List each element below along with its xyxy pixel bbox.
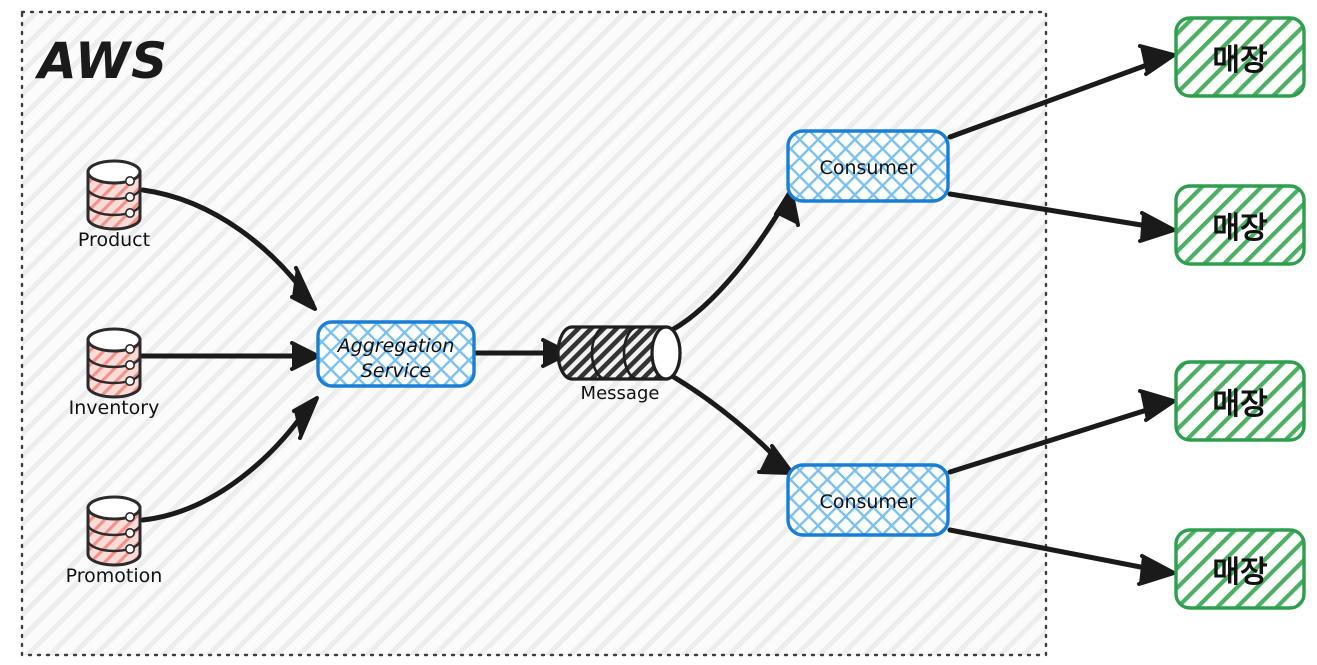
aggregation-service-label-line2: Service	[361, 360, 431, 382]
store-4[interactable]: 매장	[1174, 528, 1306, 610]
conn-consumer-bottom-to-store-3	[947, 389, 1176, 475]
db-inventory[interactable]	[86, 327, 142, 399]
message-queue[interactable]	[556, 325, 682, 381]
consumer-bottom-label: Consumer	[820, 491, 917, 513]
aws-boundary-label: AWS	[34, 32, 168, 90]
db-product[interactable]	[86, 159, 142, 231]
conn-consumer-top-to-store-2	[947, 191, 1176, 243]
store-4-label: 매장	[1212, 555, 1268, 590]
conn-consumer-top-to-store-1	[947, 44, 1176, 140]
conn-promotion-to-aggregation	[140, 396, 319, 523]
consumer-bottom[interactable]: Consumer	[786, 463, 950, 537]
aggregation-service[interactable]: Aggregation Service	[316, 320, 476, 388]
db-promotion[interactable]	[86, 495, 142, 567]
store-1[interactable]: 매장	[1174, 16, 1306, 98]
store-3[interactable]: 매장	[1174, 360, 1306, 442]
store-1-label: 매장	[1212, 43, 1268, 78]
consumer-top-label: Consumer	[820, 157, 917, 179]
message-queue-label: Message	[581, 383, 660, 404]
aws-cloud-boundary	[20, 10, 1048, 657]
aggregation-service-label-line1: Aggregation	[336, 335, 455, 357]
store-3-label: 매장	[1212, 387, 1268, 422]
store-2-label: 매장	[1212, 211, 1268, 246]
store-2[interactable]: 매장	[1174, 184, 1306, 266]
conn-product-to-aggregation	[140, 187, 317, 311]
db-promotion-label: Promotion	[66, 565, 163, 587]
consumer-top[interactable]: Consumer	[786, 129, 950, 203]
conn-consumer-bottom-to-store-4	[947, 527, 1176, 586]
db-product-label: Product	[78, 229, 150, 251]
db-inventory-label: Inventory	[69, 397, 160, 419]
